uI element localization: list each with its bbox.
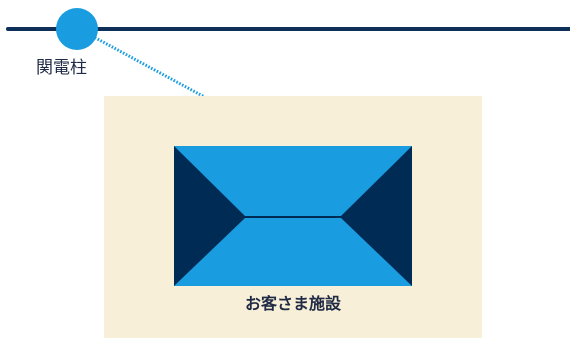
panel-top-triangle (174, 146, 412, 216)
panel-bottom-triangle (174, 218, 412, 286)
utility-pole-icon (56, 8, 98, 50)
utility-pole-label: 関電柱 (36, 58, 87, 78)
facility-panel (174, 146, 412, 286)
customer-facility-label: お客さま施設 (244, 294, 341, 313)
